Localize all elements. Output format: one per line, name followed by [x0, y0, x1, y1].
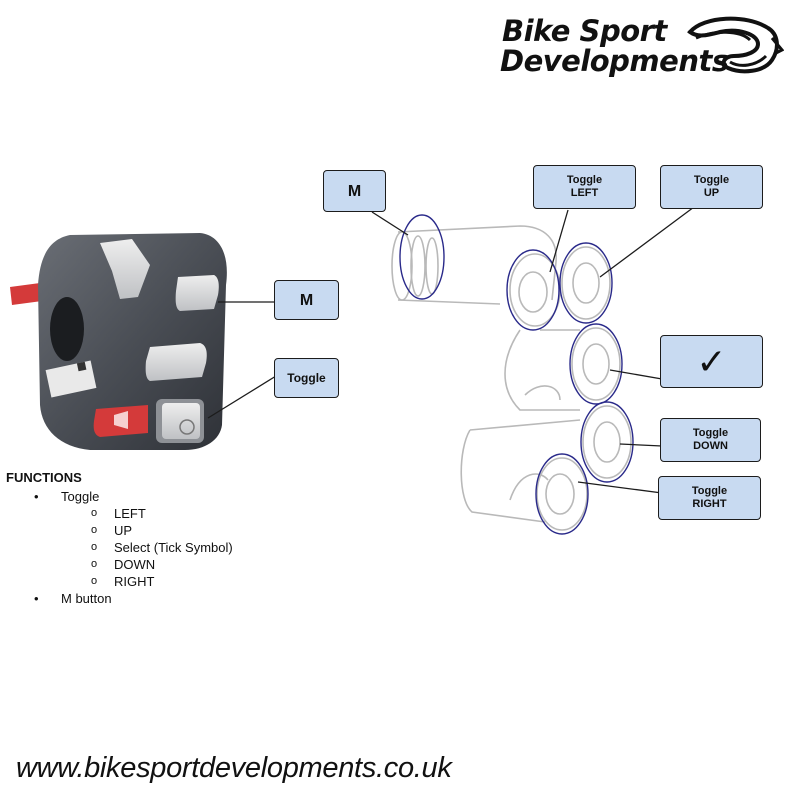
functions-heading: FUNCTIONS [6, 470, 82, 485]
callout-toggle-up-label: Toggle UP [660, 165, 763, 209]
brand-logo: Bike Sport Developments [496, 10, 796, 80]
callout-toggle-left: Toggle [274, 358, 339, 398]
logo-text-line2: Developments [500, 44, 729, 78]
select-button-photo [145, 343, 207, 381]
list-item-up: UP [6, 522, 306, 539]
toggle-up-button-photo [100, 239, 150, 299]
list-item-select: Select (Tick Symbol) [6, 539, 306, 556]
callout-m-left: M [274, 280, 339, 320]
callout-select-tick: ✓ [660, 335, 763, 388]
handlebar-hole [50, 297, 84, 361]
toggle-button-photo [162, 403, 200, 439]
callout-toggle-down-label: Toggle DOWN [660, 418, 761, 462]
list-item-toggle: Toggle [6, 488, 306, 505]
logo-text-line1: Bike Sport [502, 14, 667, 48]
switchgear-photo [10, 233, 227, 450]
list-item-m-button: M button [6, 590, 306, 607]
callout-m-right: M [323, 170, 386, 212]
list-item-left: LEFT [6, 505, 306, 522]
list-item-right: RIGHT [6, 573, 306, 590]
callout-toggle-left-label: Toggle LEFT [533, 165, 636, 209]
list-item-down: DOWN [6, 556, 306, 573]
red-lever-icon [10, 283, 42, 305]
m-button-photo [175, 275, 219, 311]
functions-list: FUNCTIONS Toggle LEFT UP Select (Tick Sy… [6, 470, 306, 607]
website-url[interactable]: www.bikesportdevelopments.co.uk [16, 752, 452, 784]
callout-toggle-right-label: Toggle RIGHT [658, 476, 761, 520]
helmet-logo-icon [687, 16, 784, 74]
